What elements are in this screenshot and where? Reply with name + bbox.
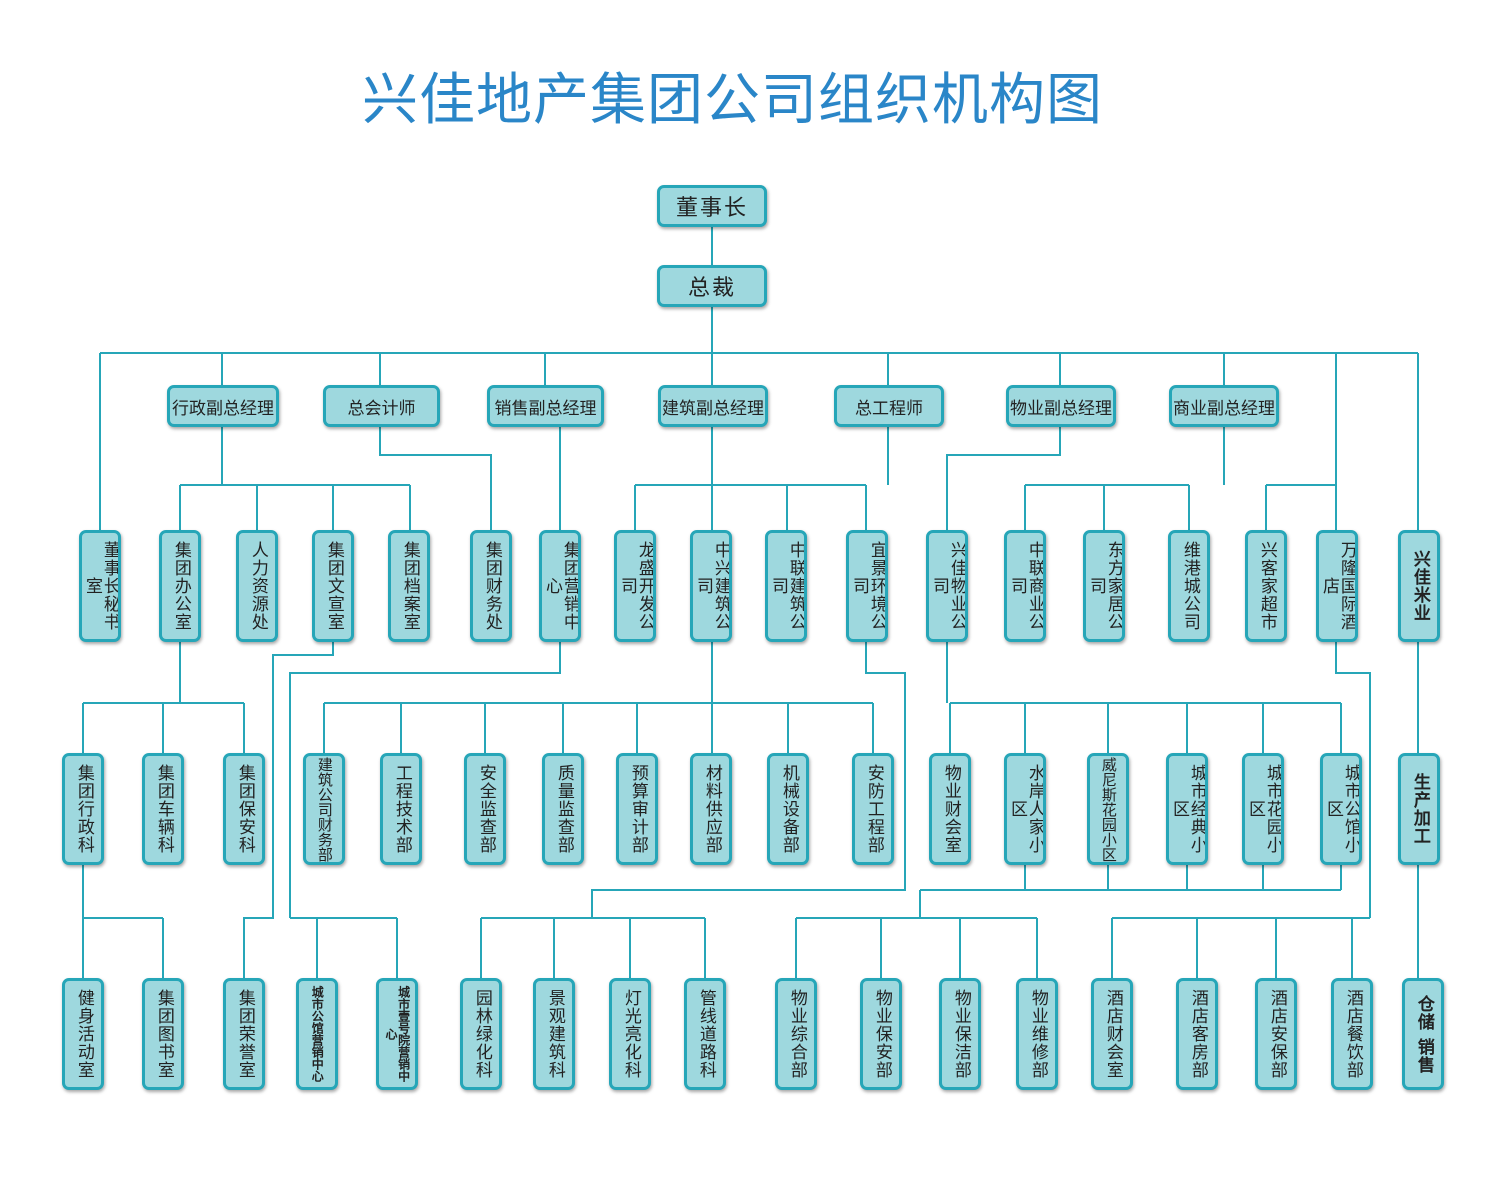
connector-line [243,642,334,978]
node-property-finance: 物业财会室 [929,753,971,865]
node-group-archives: 集团档案室 [388,530,430,642]
node-longsheng-dev: 龙盛开发公司 [614,530,656,642]
node-library: 集团图书室 [142,978,184,1090]
node-hotel-security: 酒店安保部 [1255,978,1297,1090]
node-yijing-env: 宜景环境公司 [846,530,888,642]
node-landscape-green: 园林绿化科 [460,978,502,1090]
node-honor: 集团荣誉室 [223,978,265,1090]
node-xingjia-property: 兴佳物业公司 [926,530,968,642]
node-property-general: 物业综合部 [775,978,817,1090]
node-storage-sales: 仓储 销售 [1402,978,1444,1090]
node-quality-supervision: 质量监查部 [542,753,584,865]
node-property-cleaning: 物业保洁部 [939,978,981,1090]
node-hotel-finance: 酒店财会室 [1091,978,1133,1090]
node-pipeline: 管线道路科 [684,978,726,1090]
node-xingjia-rice: 兴佳米业 [1398,530,1440,642]
node-weigang-city: 维港城公司 [1168,530,1210,642]
node-hotel-dining: 酒店餐饮部 [1331,978,1373,1090]
node-vehicle-section: 集团车辆科 [142,753,184,865]
connector-line [591,642,906,918]
node-wanlong-hotel: 万隆国际酒店 [1316,530,1358,642]
connector-line [289,642,561,918]
node-vp-commerce: 商业副总经理 [1169,385,1279,427]
node-city-classic: 城市经典小区 [1166,753,1208,865]
node-lighting: 灯光亮化科 [609,978,651,1090]
node-landscape-build: 景观建筑科 [533,978,575,1090]
node-safety-supervision: 安全监查部 [464,753,506,865]
node-group-publicity: 集团文宣室 [312,530,354,642]
node-production: 生产加工 [1398,753,1440,865]
node-chairman-secretary: 董事长秘书室 [79,530,121,642]
node-hr: 人力资源处 [236,530,278,642]
node-fitness: 健身活动室 [62,978,104,1090]
node-city-garden: 城市花园小区 [1242,753,1284,865]
node-zhonglian-construction: 中联建筑公司 [765,530,807,642]
node-zhongxing-construction: 中兴建筑公司 [690,530,732,642]
node-president: 总裁 [657,265,767,307]
node-security-eng: 安防工程部 [852,753,894,865]
node-xingke-supermarket: 兴客家超市 [1245,530,1287,642]
node-dongfang-home: 东方家居公司 [1083,530,1125,642]
node-material-supply: 材料供应部 [690,753,732,865]
node-city-mansion: 城市公馆小区 [1320,753,1362,865]
node-vp-construction: 建筑副总经理 [658,385,768,427]
node-group-office: 集团办公室 [159,530,201,642]
node-property-maint: 物业维修部 [1016,978,1058,1090]
node-chairman: 董事长 [657,185,767,227]
node-mech-equipment: 机械设备部 [767,753,809,865]
node-hotel-rooms: 酒店客房部 [1176,978,1218,1090]
node-vp-sales: 销售副总经理 [487,385,604,427]
node-zhonglian-commerce: 中联商业公司 [1004,530,1046,642]
node-chief-engineer: 总工程师 [834,385,944,427]
node-security-section: 集团保安科 [223,753,265,865]
connector-line [946,427,1061,530]
node-construction-finance: 建筑公司财务部 [303,753,345,865]
connector-line [379,427,492,530]
node-shuian-renjia: 水岸人家小区 [1004,753,1046,865]
node-venice-garden: 威尼斯花园小区 [1087,753,1129,865]
node-mansion-sales: 城市公馆营销中心 [296,978,338,1090]
node-vp-admin: 行政副总经理 [167,385,279,427]
node-budget-audit: 预算审计部 [616,753,658,865]
node-property-security: 物业保安部 [860,978,902,1090]
connector-line [1335,642,1371,918]
node-vp-property: 物业副总经理 [1006,385,1116,427]
node-group-finance: 集团财务处 [470,530,512,642]
node-admin-section: 集团行政科 [62,753,104,865]
node-chief-accountant: 总会计师 [323,385,440,427]
page-title: 兴佳地产集团公司组织机构图 [362,68,1103,133]
node-group-marketing: 集团营销中心 [539,530,581,642]
node-yihao-sales: 城市壹号院营销中心 [376,978,418,1090]
node-eng-tech: 工程技术部 [380,753,422,865]
